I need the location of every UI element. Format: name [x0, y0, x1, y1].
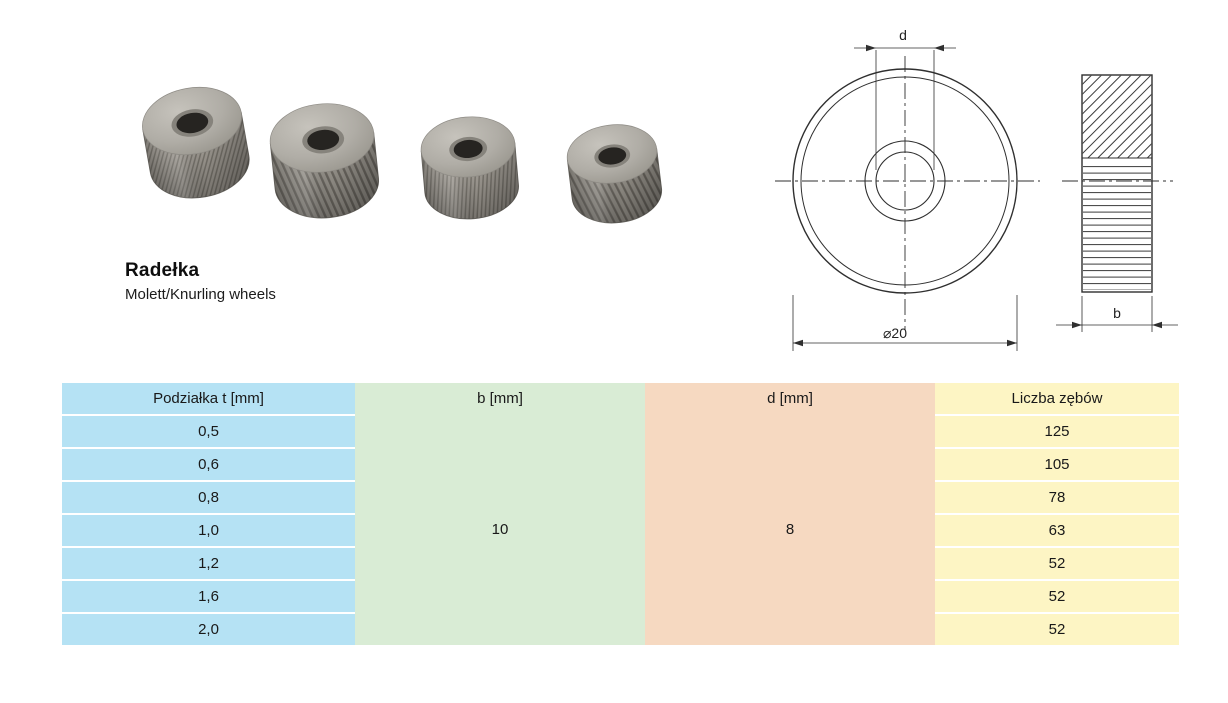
column-header-d: d [mm]: [645, 383, 935, 414]
column-b: b [mm] 10: [355, 383, 645, 645]
dimension-diameter: [792, 295, 1018, 351]
table-cell: 52: [935, 581, 1179, 612]
table-cell: 1,6: [62, 581, 355, 612]
dimension-b-label: b: [1113, 305, 1121, 321]
page-title: Radełka: [125, 260, 200, 281]
table-cell: 78: [935, 482, 1179, 513]
table-cell: 1,2: [62, 548, 355, 579]
column-d: d [mm] 8: [645, 383, 935, 645]
column-pitch: Podziałka t [mm] 0,5 0,6 0,8 1,0 1,2 1,6…: [62, 383, 355, 645]
side-view: [1056, 74, 1178, 332]
table-cell: 63: [935, 515, 1179, 546]
knurling-wheel: [566, 124, 663, 224]
table-cell: 0,5: [62, 416, 355, 447]
page-subtitle: Molett/Knurling wheels: [125, 286, 276, 303]
column-teeth: Liczba zębów 125 105 78 63 52 52 52: [935, 383, 1179, 645]
merged-cell-d: 8: [645, 414, 935, 645]
dimension-d-label: d: [899, 27, 907, 43]
table-cell: 52: [935, 548, 1179, 579]
dimension-d: [854, 44, 956, 170]
table-cell: 1,0: [62, 515, 355, 546]
table-cell: 125: [935, 416, 1179, 447]
table-cell: 0,8: [62, 482, 355, 513]
knurling-wheel: [142, 87, 250, 199]
dimension-diameter-label: ⌀20: [883, 325, 907, 341]
merged-cell-b: 10: [355, 414, 645, 645]
table-cell: 0,6: [62, 449, 355, 480]
table-cell: 105: [935, 449, 1179, 480]
table-cell: 2,0: [62, 614, 355, 645]
spec-table: Podziałka t [mm] 0,5 0,6 0,8 1,0 1,2 1,6…: [62, 383, 1179, 645]
technical-drawing: d ⌀20 b: [775, 27, 1178, 351]
front-view: [775, 44, 1040, 351]
knurling-wheel: [269, 103, 379, 219]
column-header-pitch: Podziałka t [mm]: [62, 383, 355, 414]
knurling-wheels-photo: [142, 87, 663, 224]
column-header-b: b [mm]: [355, 383, 645, 414]
table-cell: 52: [935, 614, 1179, 645]
heading-block: Radełka Molett/Knurling wheels: [125, 260, 276, 303]
column-header-teeth: Liczba zębów: [935, 383, 1179, 414]
knurling-wheel: [420, 116, 519, 220]
dimension-b: [1056, 296, 1178, 332]
